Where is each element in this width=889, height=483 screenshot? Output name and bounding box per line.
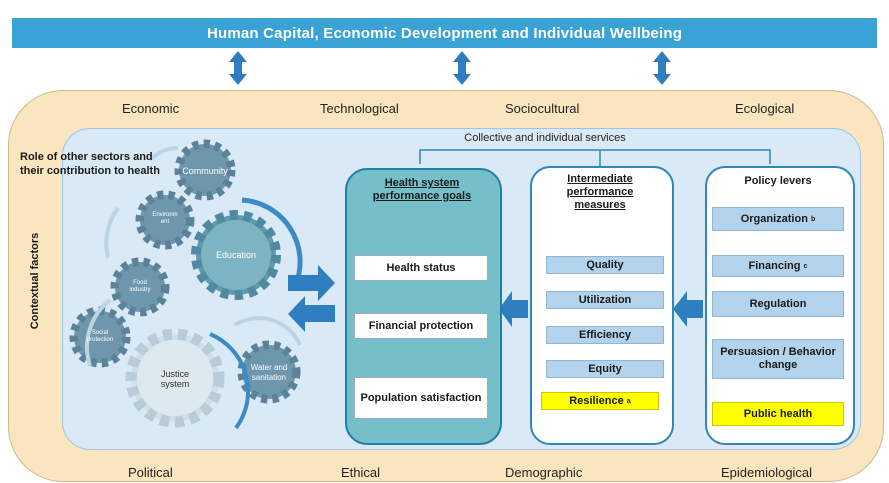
lever-regulation: Regulation xyxy=(712,291,844,317)
measure-quality: Quality xyxy=(546,256,664,274)
intermediate-measures-title: Intermediate performance measures xyxy=(566,173,634,211)
gear-water-icon xyxy=(237,340,301,404)
gear-community-label: Community xyxy=(182,166,228,176)
lever-public-health: Public health xyxy=(712,402,844,426)
arrow-right-icon xyxy=(288,265,335,301)
lever-organization: Organization b xyxy=(712,207,844,231)
gear-justice-icon xyxy=(125,328,225,428)
goal-health-status: Health status xyxy=(354,255,488,281)
gear-education-label: Education xyxy=(215,250,257,260)
arrow-left-icon xyxy=(673,291,703,327)
arrow-left-icon xyxy=(499,291,528,327)
gear-food-label: Food industry xyxy=(129,280,151,293)
gear-water-label: Water and sanitation xyxy=(250,363,288,382)
goal-population-satisfaction: Population satisfaction xyxy=(354,377,488,419)
gear-social-label: Social protection xyxy=(86,330,114,343)
measure-efficiency: Efficiency xyxy=(546,326,664,344)
lever-financing: Financing c xyxy=(712,255,844,277)
services-connector xyxy=(419,149,771,164)
gear-justice-label: Justice system xyxy=(160,369,190,389)
context-ecological: Ecological xyxy=(735,101,795,116)
context-political: Political xyxy=(128,465,173,480)
gear-community-icon xyxy=(174,139,236,201)
gear-environment-label: Environm ent xyxy=(152,212,178,225)
health-system-goals-title: Health system performance goals xyxy=(372,177,472,202)
gear-education-icon xyxy=(191,210,281,300)
services-label: Collective and individual services xyxy=(464,132,626,144)
context-technological: Technological xyxy=(320,101,399,116)
up-down-arrow-icon xyxy=(229,51,247,85)
gear-food-icon xyxy=(110,257,170,317)
measure-resilience: Resilience a xyxy=(541,392,659,410)
context-epidemiological: Epidemiological xyxy=(721,465,813,480)
context-ethical: Ethical xyxy=(341,465,381,480)
contextual-factors-label: Contextual factors xyxy=(29,232,41,330)
up-down-arrow-icon xyxy=(453,51,471,85)
context-economic: Economic xyxy=(122,101,180,116)
lever-persuasion: Persuasion / Behavior change xyxy=(712,339,844,379)
other-sectors-title: Role of other sectors and their contribu… xyxy=(20,151,160,177)
context-demographic: Demographic xyxy=(505,465,583,480)
policy-levers-title: Policy levers xyxy=(744,175,812,187)
goal-financial-protection: Financial protection xyxy=(354,313,488,339)
context-sociocultural: Sociocultural xyxy=(505,101,580,116)
measure-utilization: Utilization xyxy=(546,291,664,309)
gear-environment-icon xyxy=(135,190,195,250)
banner-title: Human Capital, Economic Development and … xyxy=(12,18,877,48)
arrow-left-icon xyxy=(288,296,335,332)
up-down-arrow-icon xyxy=(653,51,671,85)
measure-equity: Equity xyxy=(546,360,664,378)
